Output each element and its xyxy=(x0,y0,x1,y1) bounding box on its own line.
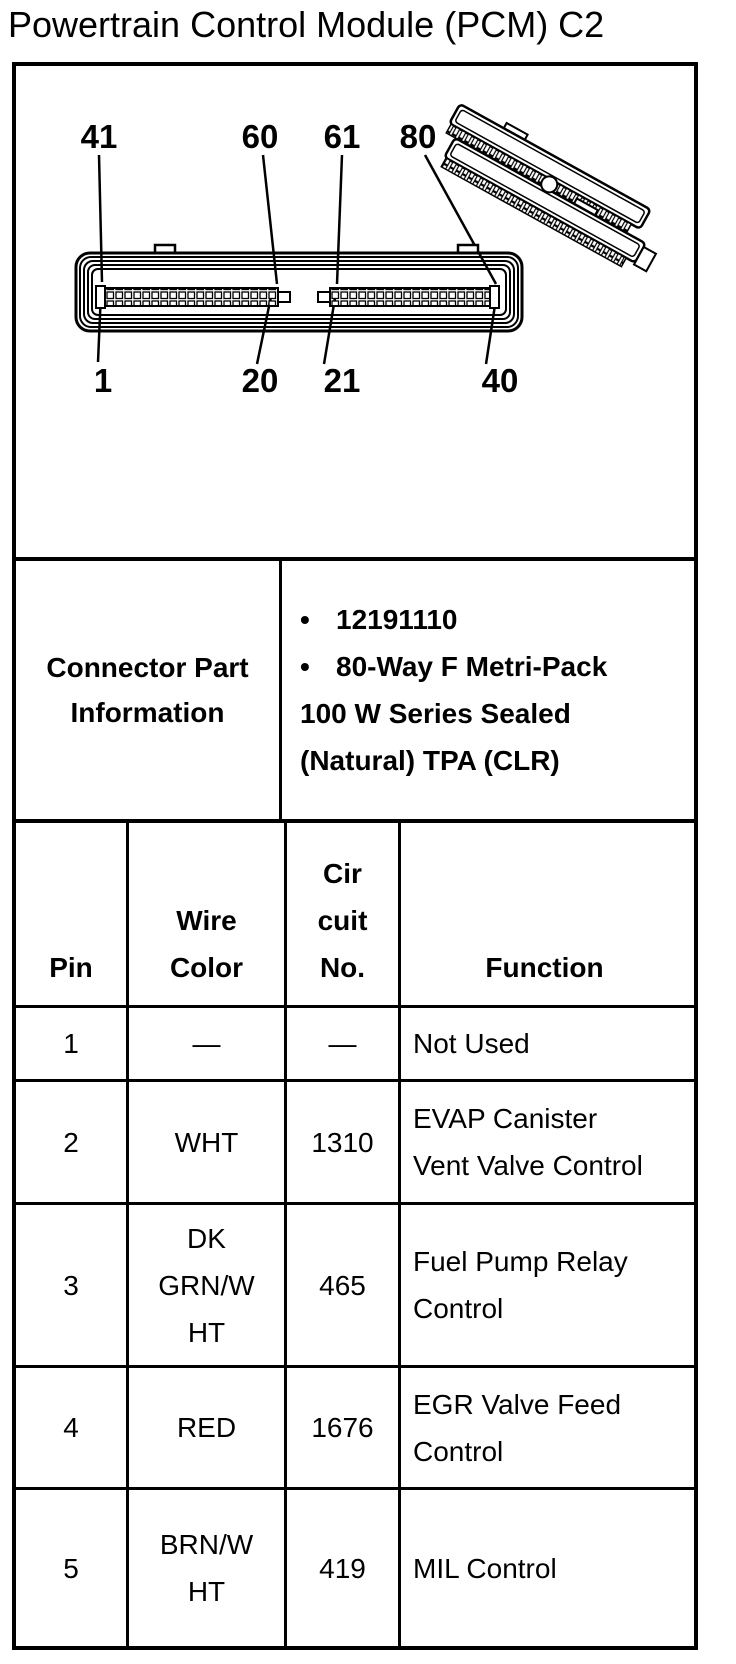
connector-ridge xyxy=(79,256,519,328)
connector-ridge xyxy=(87,264,511,320)
callout-leader-lines xyxy=(96,154,499,365)
leader-80 xyxy=(423,154,498,285)
center-key-right xyxy=(317,291,331,303)
iso-teeth-lower xyxy=(440,156,628,268)
cell-wire-color: BRN/W HT xyxy=(126,1490,284,1646)
pin-label-21: 21 xyxy=(324,362,361,399)
iso-body-lower-ridge xyxy=(450,143,640,257)
pin-label-40: 40 xyxy=(482,362,519,399)
table-row: 4 RED 1676 EGR Valve Feed Control xyxy=(16,1368,694,1490)
pin-callout-labels-bottom: 1 20 21 40 xyxy=(94,362,519,399)
cell-function: EGR Valve Feed Control xyxy=(398,1368,694,1487)
pin-label-61: 61 xyxy=(324,118,361,155)
header-wire-color: Wire Color xyxy=(126,823,284,1005)
leader-60 xyxy=(261,154,279,285)
header-function: Function xyxy=(398,823,694,1005)
cell-pin: 4 xyxy=(63,1412,79,1443)
cell-circuit-no: 1310 xyxy=(284,1082,398,1202)
connector-part-info-content: • 12191110 • 80-Way F Metri-Pack 100 W S… xyxy=(282,561,694,819)
bullet-icon: • xyxy=(300,604,310,635)
cell-circuit-no: — xyxy=(284,1008,398,1079)
part-description-cont: (Natural) TPA (CLR) xyxy=(300,745,560,776)
pin-bank-right xyxy=(329,287,496,307)
cell-circuit-no: 419 xyxy=(284,1490,398,1646)
pin-bank-endcap xyxy=(489,285,500,309)
header-pin: Pin xyxy=(49,952,93,983)
connector-diagram-section: 41 60 61 80 1 20 21 40 xyxy=(16,66,694,561)
part-info-line: (Natural) TPA (CLR) xyxy=(300,737,684,784)
cell-wire-color: WHT xyxy=(126,1082,284,1202)
cell-wire-color: DK GRN/W HT xyxy=(126,1205,284,1365)
iso-center-boss xyxy=(540,175,559,194)
table-row: 2 WHT 1310 EVAP Canister Vent Valve Cont… xyxy=(16,1082,694,1205)
cell-circuit-no: 1676 xyxy=(284,1368,398,1487)
page-title: Powertrain Control Module (PCM) C2 xyxy=(8,4,605,45)
cell-function: Fuel Pump Relay Control xyxy=(398,1205,694,1365)
leader-41 xyxy=(97,154,104,283)
cell-wire-color: — xyxy=(126,1008,284,1079)
connector-info-frame: 41 60 61 80 1 20 21 40 xyxy=(12,62,698,1650)
pin-callout-labels-top: 41 60 61 80 xyxy=(81,118,437,155)
pin-label-41: 41 xyxy=(81,118,118,155)
cell-pin: 3 xyxy=(63,1269,79,1301)
part-info-line: 100 W Series Sealed xyxy=(300,690,684,737)
connector-body-outline xyxy=(74,251,524,333)
cell-pin: 5 xyxy=(63,1552,79,1584)
cell-wire-color: RED xyxy=(126,1368,284,1487)
table-row: 1 — — Not Used xyxy=(16,1008,694,1082)
iso-body-upper-ridge xyxy=(455,109,645,224)
pin-bank-left xyxy=(99,287,279,307)
table-row: 3 DK GRN/W HT 465 Fuel Pump Relay Contro… xyxy=(16,1205,694,1368)
connector-ridge xyxy=(83,260,515,324)
pinout-header-row: Pin Wire Color Cir cuit No. Function xyxy=(16,823,694,1008)
cell-pin: 2 xyxy=(63,1126,79,1158)
part-info-line: • 12191110 xyxy=(300,596,684,643)
iso-end-cap xyxy=(632,245,658,273)
leader-61 xyxy=(335,154,344,285)
cell-circuit-no: 465 xyxy=(284,1205,398,1365)
bullet-icon: • xyxy=(300,651,310,682)
pin-label-80: 80 xyxy=(400,118,437,155)
table-row: 5 BRN/W HT 419 MIL Control xyxy=(16,1490,694,1646)
pin-label-20: 20 xyxy=(242,362,279,399)
pin-bank-endcap xyxy=(95,285,106,309)
part-info-line: • 80-Way F Metri-Pack xyxy=(300,643,684,690)
cell-function: MIL Control xyxy=(398,1490,694,1646)
part-description: 80-Way F Metri-Pack xyxy=(336,651,608,682)
center-key-left xyxy=(277,291,291,303)
cell-function: EVAP Canister Vent Valve Control xyxy=(398,1082,694,1202)
connector-part-info-row: Connector Part Information • 12191110 • … xyxy=(16,561,694,823)
cell-function: Not Used xyxy=(398,1008,694,1079)
pin-label-60: 60 xyxy=(242,118,279,155)
connector-isometric-view xyxy=(440,104,658,273)
connector-ridge xyxy=(91,268,507,316)
part-number: 12191110 xyxy=(336,604,458,635)
connector-face-view xyxy=(74,243,524,333)
header-circuit-no: Cir cuit No. xyxy=(284,823,398,1005)
connector-part-info-label: Connector Part Information xyxy=(16,561,282,819)
part-description-cont: 100 W Series Sealed xyxy=(300,698,571,729)
cell-pin: 1 xyxy=(63,1028,79,1059)
pin-label-1: 1 xyxy=(94,362,112,399)
connector-diagram: 41 60 61 80 1 20 21 40 xyxy=(74,104,658,399)
